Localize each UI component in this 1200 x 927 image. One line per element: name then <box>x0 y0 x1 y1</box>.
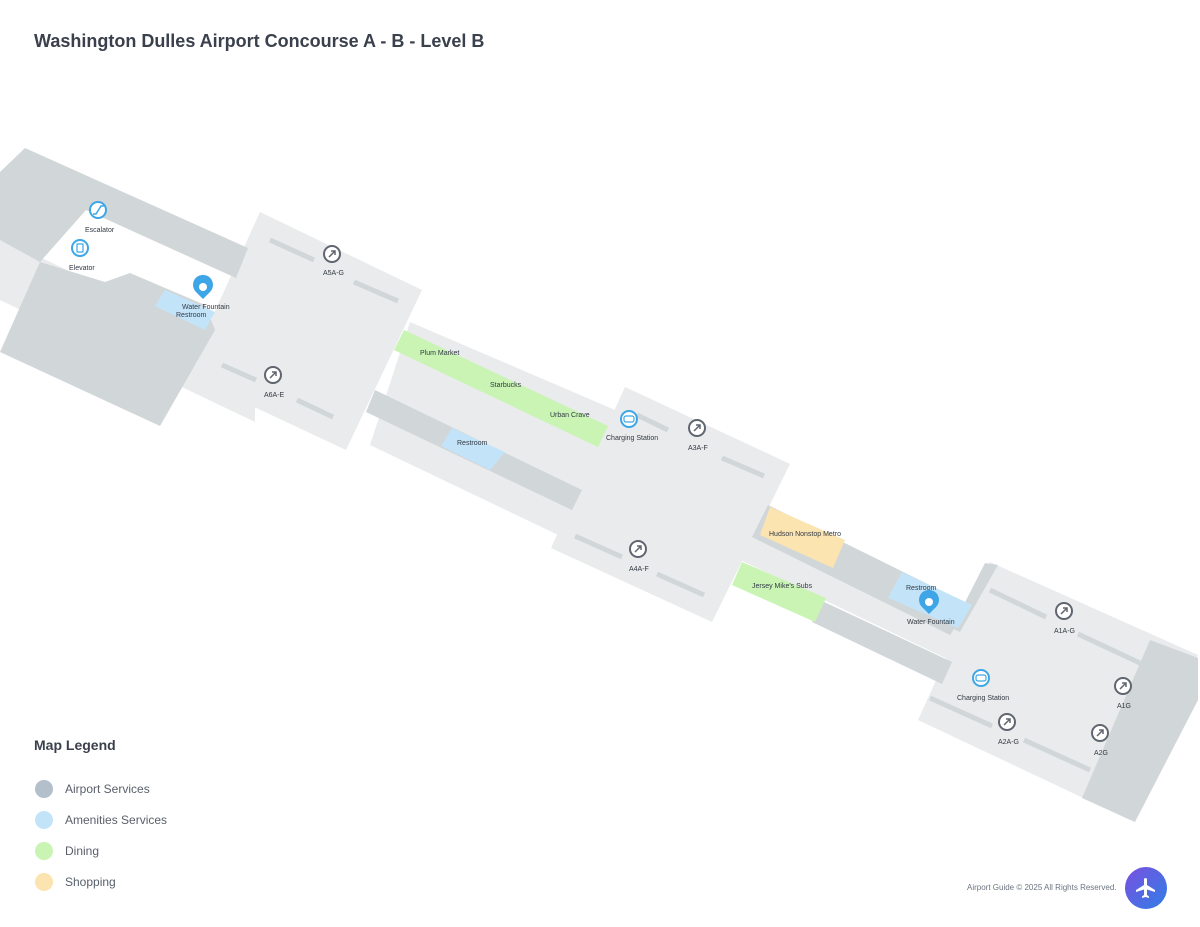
legend-item-airport-services: Airport Services <box>35 779 150 799</box>
airport-guide-button[interactable] <box>1125 867 1167 909</box>
elevator-icon[interactable] <box>71 239 89 257</box>
plum-market-label[interactable]: Plum Market <box>420 350 459 357</box>
gate-a1-label: A1A-G <box>1054 628 1075 635</box>
charging-station-icon[interactable] <box>620 410 638 428</box>
legend-swatch <box>35 842 53 860</box>
charging-station-icon[interactable] <box>972 669 990 687</box>
gate-arrow-icon[interactable] <box>323 245 341 263</box>
legend-label: Airport Services <box>65 782 150 796</box>
urban-crave-label[interactable]: Urban Crave <box>550 412 590 419</box>
legend-swatch <box>35 811 53 829</box>
escalator-icon[interactable] <box>89 201 107 219</box>
shopping-areas <box>760 507 845 568</box>
airplane-icon <box>1136 878 1155 898</box>
gate-arrow-icon[interactable] <box>1055 602 1073 620</box>
charging-station-label-east: Charging Station <box>957 695 1009 702</box>
gate-arrow-icon[interactable] <box>1114 677 1132 695</box>
jersey-mikes-label[interactable]: Jersey Mike's Subs <box>752 583 813 590</box>
dining-areas <box>394 330 826 622</box>
page-title: Washington Dulles Airport Concourse A - … <box>34 31 485 51</box>
legend-label: Amenities Services <box>65 813 168 827</box>
escalator-label: Escalator <box>85 227 115 234</box>
water-fountain-pin-icon[interactable] <box>192 274 213 299</box>
gate-a3-label: A3A-F <box>688 445 708 452</box>
gate-a2-label: A2A-G <box>998 739 1019 746</box>
legend-label: Shopping <box>65 875 116 889</box>
gate-arrow-icon[interactable] <box>688 419 706 437</box>
gate-arrow-icon[interactable] <box>264 366 282 384</box>
restroom-label-west: Restroom <box>176 312 207 319</box>
gate-a2g-label: A2G <box>1094 750 1108 757</box>
gate-a4-label: A4A-F <box>629 566 649 573</box>
water-fountain-label-west: Water Fountain <box>182 304 230 311</box>
legend-label: Dining <box>65 844 100 858</box>
legend-item-dining: Dining <box>35 841 99 861</box>
gate-a1g-label: A1G <box>1117 703 1131 710</box>
gate-a6-label: A6A-E <box>264 392 285 399</box>
legend-swatch <box>35 780 53 798</box>
starbucks-label[interactable]: Starbucks <box>490 382 522 389</box>
elevator-label: Elevator <box>69 265 95 272</box>
hudson-label[interactable]: Hudson Nonstop Metro <box>769 531 841 538</box>
copyright-footer: Airport Guide © 2025 All Rights Reserved… <box>967 883 1117 892</box>
legend-item-shopping: Shopping <box>35 872 116 892</box>
gate-arrow-icon[interactable] <box>629 540 647 558</box>
gate-seating-lines <box>220 237 1144 773</box>
gate-arrow-icon[interactable] <box>998 713 1016 731</box>
legend-title: Map Legend <box>34 737 116 753</box>
legend-swatch <box>35 873 53 891</box>
water-fountain-label-east: Water Fountain <box>907 619 955 626</box>
charging-station-label-mid: Charging Station <box>606 435 658 442</box>
water-fountain-pin-icon[interactable] <box>919 589 939 614</box>
legend-item-amenities-services: Amenities Services <box>35 810 167 830</box>
gate-a5-label: A5A-G <box>323 270 344 277</box>
gate-arrow-icon[interactable] <box>1091 724 1109 742</box>
restroom-label-east: Restroom <box>906 585 937 592</box>
restroom-label-mid: Restroom <box>457 440 488 447</box>
